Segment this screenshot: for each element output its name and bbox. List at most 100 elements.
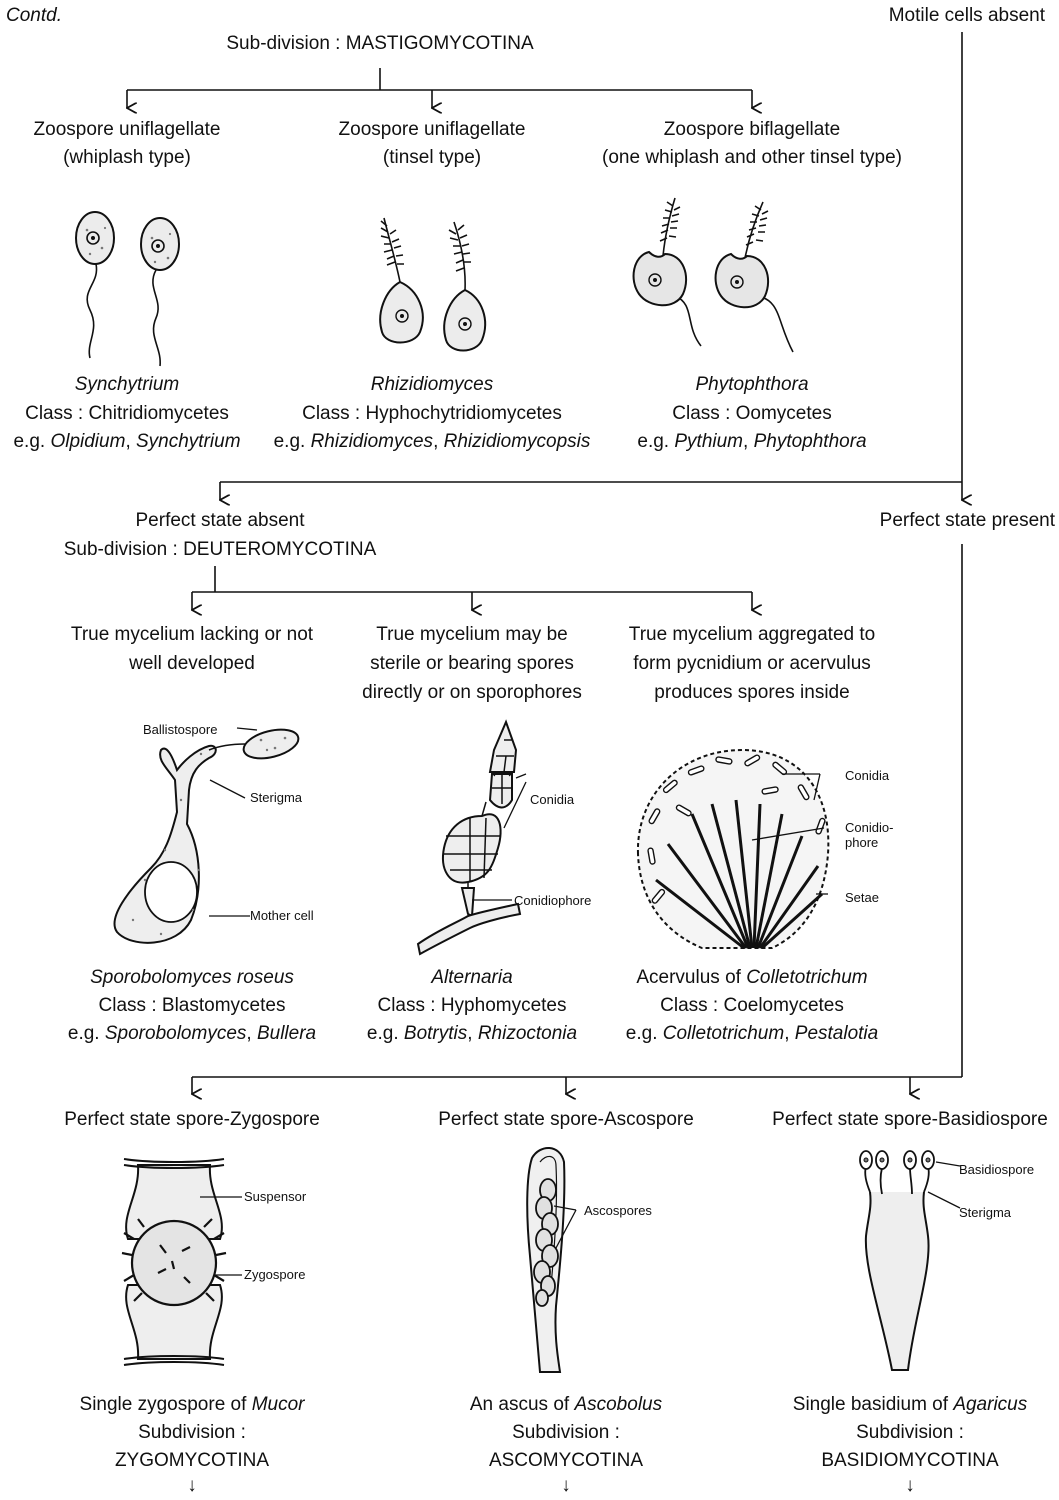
ascobolus-caption: An ascus of Ascobolus	[470, 1391, 662, 1419]
eg-sep: ,	[246, 1023, 257, 1044]
basidiospore-title: Perfect state spore-Basidiospore	[772, 1106, 1048, 1134]
whiplash-desc-line2: (whiplash type)	[63, 144, 191, 172]
caption-prefix: Single zygospore of	[80, 1394, 252, 1415]
deuteromycotina-title: Sub-division : DEUTEROMYCOTINA	[64, 536, 377, 564]
hyphomycetes-class: Class : Hyphomycetes	[377, 992, 566, 1020]
eg-prefix: e.g.	[13, 431, 50, 452]
biflagellate-desc-line1: Zoospore biflagellate	[664, 116, 840, 144]
basidiospore-label: Basidiospore	[959, 1162, 1034, 1177]
eg-prefix: e.g.	[367, 1023, 404, 1044]
mother-cell-label: Mother cell	[250, 908, 314, 923]
suspensor-label: Suspensor	[244, 1189, 306, 1204]
coelomycetes-class: Class : Coelomycetes	[660, 992, 844, 1020]
example-1: Pythium	[674, 431, 743, 452]
basidiomycotina-down-arrow: ↓	[905, 1472, 915, 1500]
alternaria-genus: Alternaria	[431, 964, 512, 992]
mastigomycotina-title: Sub-division : MASTIGOMYCOTINA	[226, 30, 533, 58]
genus-name: Sporobolomyces roseus	[90, 967, 294, 988]
motile-cells-absent-label: Motile cells absent	[889, 2, 1045, 30]
coelo-desc-line2: form pycnidium or acervulus	[633, 650, 871, 678]
caption-genus: Agaricus	[953, 1394, 1027, 1415]
conidiophore-label-line1: Conidio-	[845, 820, 893, 835]
zygospore-label: Zygospore	[244, 1267, 305, 1282]
hyphochytridiomycetes-examples: e.g. Rhizidiomyces, Rhizidiomycopsis	[274, 428, 591, 456]
eg-prefix: e.g.	[637, 431, 674, 452]
eg-prefix: e.g.	[626, 1023, 663, 1044]
conidia-label-colletotrichum: Conidia	[845, 768, 889, 783]
mucor-zygospore-illustration	[110, 1155, 240, 1370]
perfect-state-present-label: Perfect state present	[880, 507, 1055, 535]
whiplash-desc-line1: Zoospore uniflagellate	[34, 116, 221, 144]
example-2: Bullera	[257, 1023, 316, 1044]
coelomycetes-examples: e.g. Colletotrichum, Pestalotia	[626, 1020, 878, 1048]
eg-sep: ,	[433, 431, 444, 452]
ascospore-title: Perfect state spore-Ascospore	[438, 1106, 694, 1134]
rhizidiomyces-zoospores-illustration	[370, 212, 510, 372]
colletotrichum-acervulus-illustration	[632, 744, 842, 954]
example-1: Botrytis	[404, 1023, 467, 1044]
chitridiomycetes-class: Class : Chitridiomycetes	[25, 400, 229, 428]
sterigma-label: Sterigma	[250, 790, 302, 805]
ballistospore-label: Ballistospore	[143, 722, 217, 737]
rhizidiomyces-genus: Rhizidiomyces	[371, 371, 493, 399]
genus-name: Colletotrichum	[746, 967, 867, 988]
caption-genus: Mucor	[252, 1394, 305, 1415]
eg-sep: ,	[467, 1023, 478, 1044]
agaricus-basidium-illustration	[852, 1148, 962, 1374]
ascomycotina-name: ASCOMYCOTINA	[489, 1447, 643, 1475]
genus-name: Alternaria	[431, 967, 512, 988]
ascomycotina-subdivision-label: Subdivision :	[512, 1419, 620, 1447]
hypho-desc-line2: sterile or bearing spores	[370, 650, 574, 678]
coelo-desc-line1: True mycelium aggregated to	[629, 621, 875, 649]
example-2: Phytophthora	[754, 431, 867, 452]
alternaria-illustration	[408, 718, 528, 958]
phytophthora-zoospores-illustration	[625, 196, 825, 361]
tinsel-desc-line2: (tinsel type)	[383, 144, 481, 172]
conidiophore-label-alternaria: Conidiophore	[514, 893, 591, 908]
caption-genus: Ascobolus	[574, 1394, 662, 1415]
chitridiomycetes-examples: e.g. Olpidium, Synchytrium	[13, 428, 240, 456]
perfect-state-absent-label: Perfect state absent	[136, 507, 305, 535]
genus-prefix: Acervulus of	[636, 967, 746, 988]
blasto-desc-line1: True mycelium lacking or not	[71, 621, 313, 649]
biflagellate-desc-line2: (one whiplash and other tinsel type)	[602, 144, 902, 172]
eg-prefix: e.g.	[68, 1023, 105, 1044]
eg-sep: ,	[784, 1023, 795, 1044]
caption-prefix: An ascus of	[470, 1394, 575, 1415]
colletotrichum-genus: Acervulus of Colletotrichum	[636, 964, 867, 992]
blasto-desc-line2: well developed	[129, 650, 255, 678]
eg-sep: ,	[743, 431, 754, 452]
eg-prefix: e.g.	[274, 431, 311, 452]
hyphochytridiomycetes-class: Class : Hyphochytridiomycetes	[302, 400, 562, 428]
zygomycotina-name: ZYGOMYCOTINA	[115, 1447, 269, 1475]
oomycetes-class: Class : Oomycetes	[672, 400, 831, 428]
zygomycotina-subdivision-label: Subdivision :	[138, 1419, 246, 1447]
example-1: Olpidium	[50, 431, 125, 452]
ascobolus-ascus-illustration	[510, 1146, 630, 1376]
synchytrium-genus: Synchytrium	[75, 371, 180, 399]
sporobolomyces-genus: Sporobolomyces roseus	[90, 964, 294, 992]
blastomycetes-class: Class : Blastomycetes	[99, 992, 286, 1020]
eg-sep: ,	[125, 431, 136, 452]
example-2: Rhizidiomycopsis	[444, 431, 591, 452]
contd-label: Contd.	[6, 2, 62, 30]
conidia-label-alternaria: Conidia	[530, 792, 574, 807]
agaricus-caption: Single basidium of Agaricus	[793, 1391, 1027, 1419]
oomycetes-examples: e.g. Pythium, Phytophthora	[637, 428, 866, 456]
ascomycotina-down-arrow: ↓	[561, 1472, 571, 1500]
zygomycotina-down-arrow: ↓	[187, 1472, 197, 1500]
phytophthora-genus: Phytophthora	[695, 371, 808, 399]
tinsel-desc-line1: Zoospore uniflagellate	[339, 116, 526, 144]
caption-prefix: Single basidium of	[793, 1394, 954, 1415]
ascospores-label: Ascospores	[584, 1203, 652, 1218]
hyphomycetes-examples: e.g. Botrytis, Rhizoctonia	[367, 1020, 577, 1048]
synchytrium-zoospores-illustration	[60, 208, 200, 378]
example-2: Pestalotia	[795, 1023, 878, 1044]
setae-label: Setae	[845, 890, 879, 905]
example-2: Synchytrium	[136, 431, 241, 452]
zygospore-title: Perfect state spore-Zygospore	[64, 1106, 320, 1134]
coelo-desc-line3: produces spores inside	[654, 679, 849, 707]
hypho-desc-line3: directly or on sporophores	[362, 679, 582, 707]
example-1: Sporobolomyces	[105, 1023, 247, 1044]
